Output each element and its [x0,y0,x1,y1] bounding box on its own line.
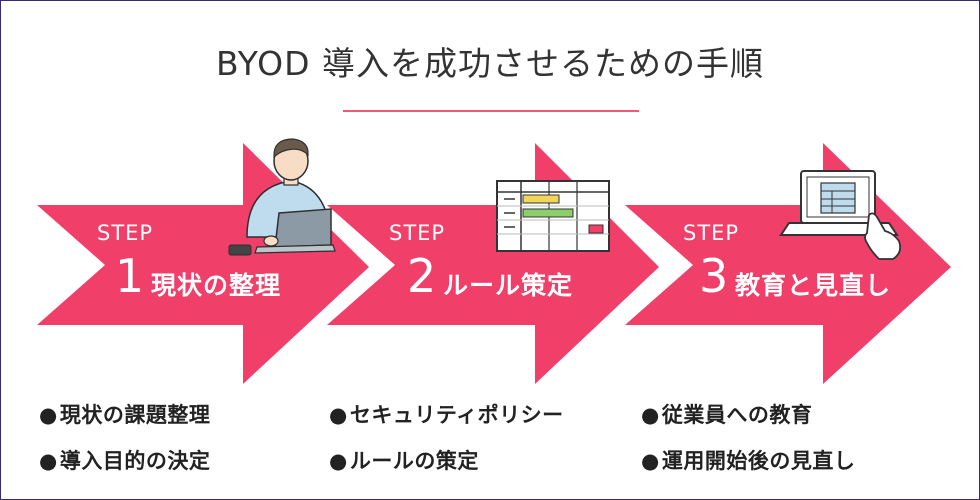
bullet-text: 運用開始後の見直し [661,449,856,473]
laptop-touch-icon [779,170,902,260]
step-3-arrow [625,143,951,384]
bullet-text: セキュリティポリシー [349,403,564,427]
step-3-name: 教育と見直し [735,271,892,300]
bullet-marker: ● [39,403,58,427]
person-with-laptop-icon [228,138,336,256]
step-2-label: STEP [389,221,446,245]
step-3-label: STEP [683,221,740,245]
bullet-text: 現状の課題整理 [59,403,211,427]
bullet-marker: ● [39,449,58,473]
step-1-name: 現状の整理 [151,271,282,300]
step-2-name: ルール策定 [443,271,574,300]
bullet-text: 従業員への教育 [661,403,813,427]
schedule-chart-icon [496,180,610,252]
step-1-bullet-2: ●導入目的の決定 [39,445,210,475]
step-3-bullet-2: ●運用開始後の見直し [641,445,855,475]
bullet-text: 導入目的の決定 [59,449,211,473]
step-2-arrow [327,143,659,384]
step-3-number: 3 [699,249,729,303]
title-divider [343,110,639,112]
bullet-marker: ● [329,449,348,473]
bullet-marker: ● [641,403,660,427]
bullet-text: ルールの策定 [349,449,479,473]
step-1-label: STEP [97,221,154,245]
step-1-bullet-1: ●現状の課題整理 [39,399,210,429]
step-2-number: 2 [407,249,437,303]
bullet-marker: ● [329,403,348,427]
page-title: BYOD 導入を成功させるための手順 [215,44,765,83]
step-2-bullet-1: ●セキュリティポリシー [329,399,564,429]
step-3-bullet-1: ●従業員への教育 [641,399,812,429]
step-2-bullet-2: ●ルールの策定 [329,445,479,475]
step-1-number: 1 [115,249,145,303]
bullet-marker: ● [641,449,660,473]
step-1-arrow [37,143,369,384]
